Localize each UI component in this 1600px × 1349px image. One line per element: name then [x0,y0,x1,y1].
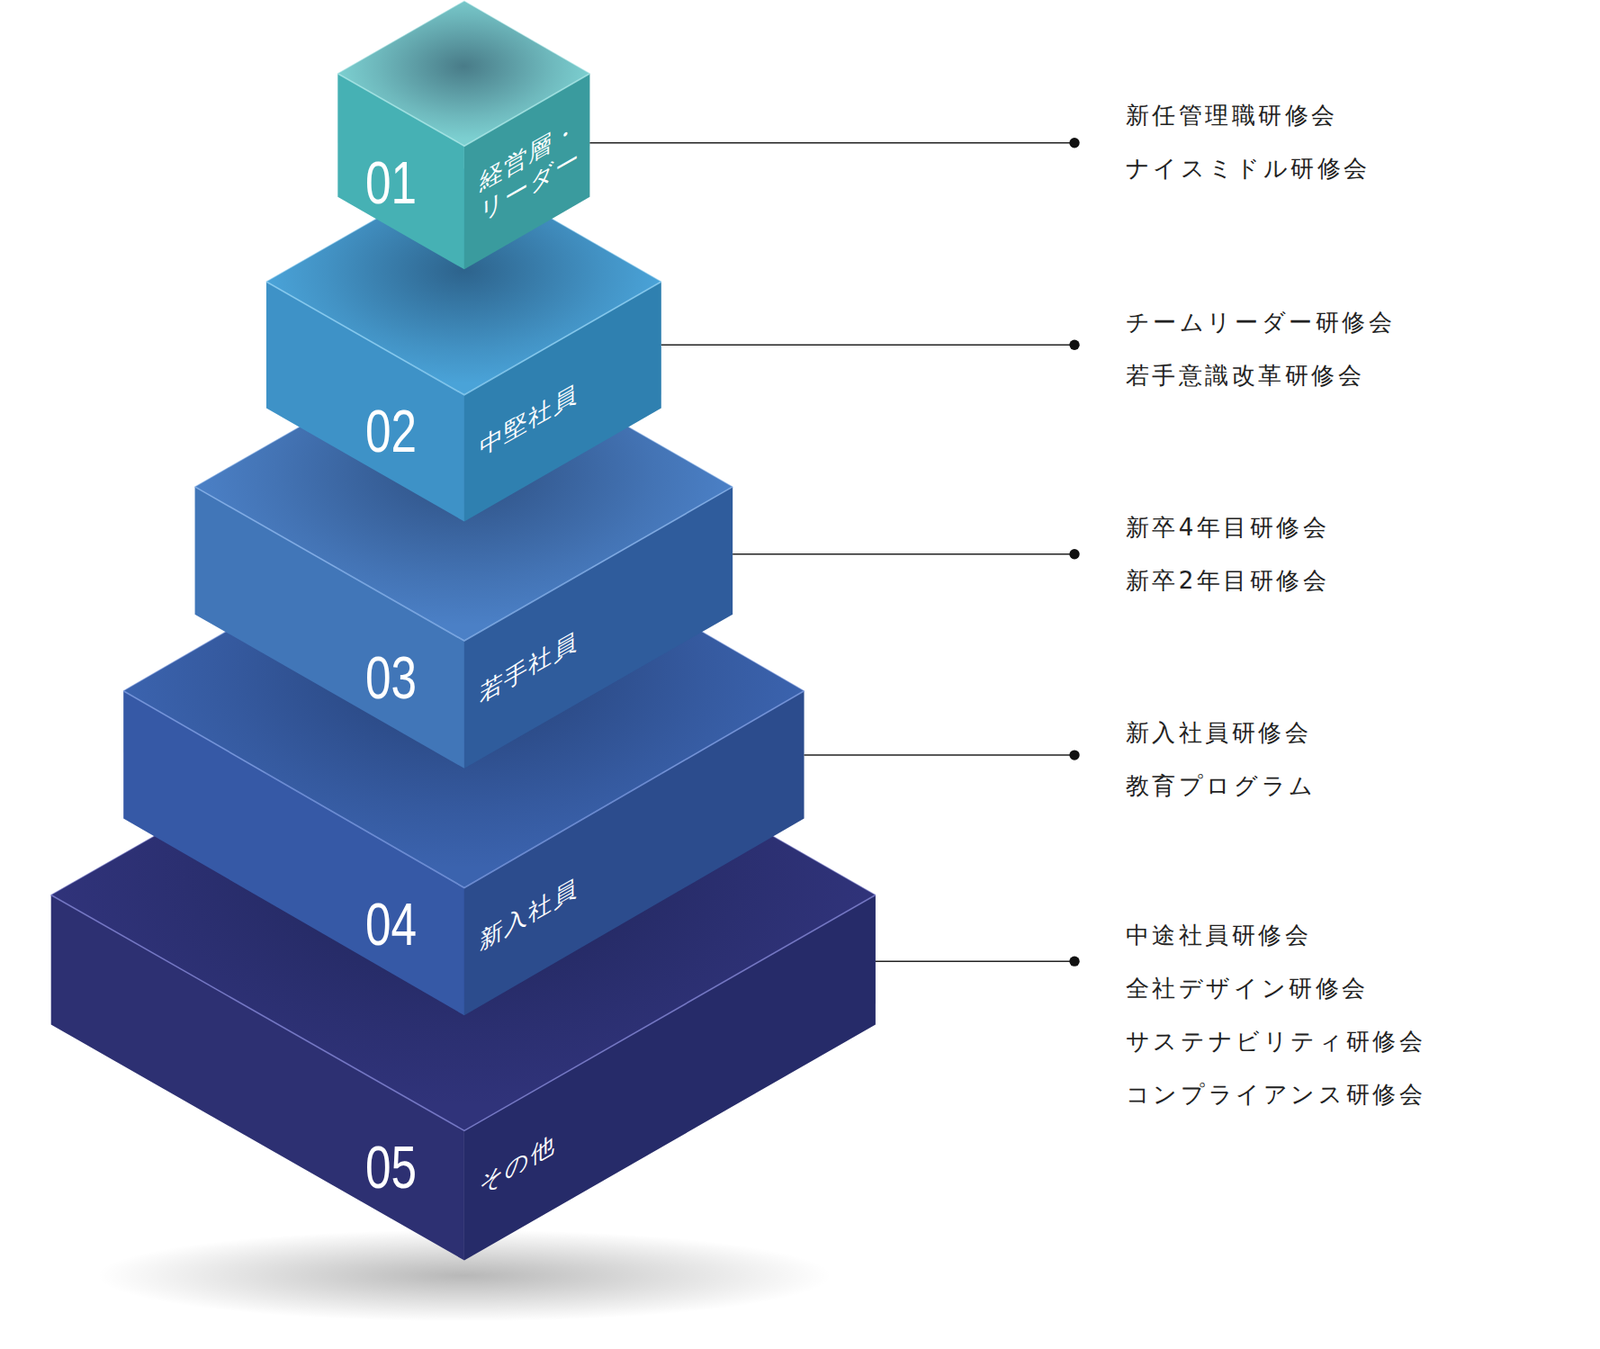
slab-left [195,486,465,769]
tier-label: その他 [479,1127,556,1202]
leader-dot [1069,548,1079,559]
slab-right [464,486,733,769]
tier-label: 若手社員 [479,624,578,711]
slab-right [464,281,662,522]
training-item: 新入社員研修会 [1125,720,1312,745]
leader-dot [1069,137,1079,148]
training-item: ナイスミドル研修会 [1125,156,1371,180]
leader-dot [1069,340,1079,351]
training-item: 中途社員研修会 [1125,924,1312,948]
leader-line [875,960,1075,962]
training-item: コンプライアンス研修会 [1125,1083,1426,1107]
slab [337,0,590,270]
slab-left [123,691,465,1016]
leader-dot [1069,749,1079,760]
pyramid-tier: 02 中堅社員 [266,281,662,522]
tier-label: 経営層・ リーダー [479,106,588,229]
tier-number: 05 [365,1137,417,1197]
leader-line [804,754,1075,756]
tier-number: 04 [365,894,417,954]
tier-number: 03 [365,647,417,708]
leader-line [589,142,1075,144]
training-item: 新卒2年目研修会 [1125,568,1330,593]
slab-right [464,691,805,1016]
training-item: 若手意識改革研修会 [1125,363,1365,387]
slab-edge [337,0,590,74]
leader-line [732,553,1075,555]
pyramid-tier: 04 新入社員 [123,691,804,1016]
tier-number: 02 [365,402,417,462]
slab-left [266,281,465,522]
training-item: 新任管理職研修会 [1125,103,1339,127]
pyramid-tier: 01 経営層・ リーダー [337,73,590,270]
tier-label: 中堅社員 [479,377,578,465]
slab-left [51,894,465,1260]
tier-number: 01 [365,152,417,213]
slab-left [337,73,465,270]
training-item: 新卒4年目研修会 [1125,515,1330,540]
pyramid-tier: 03 若手社員 [195,486,734,769]
training-item: サステナビリティ研修会 [1125,1030,1426,1054]
training-item: 全社デザイン研修会 [1125,977,1369,1001]
pyramid-tier: 05 その他 [51,894,876,1260]
training-item: 教育プログラム [1125,773,1317,798]
slab-right [464,73,590,270]
leader-dot [1069,955,1079,966]
training-item: チームリーダー研修会 [1125,310,1395,334]
leader-line [661,344,1075,346]
slab-edge [266,281,662,396]
tier-label: 新入社員 [479,871,578,958]
